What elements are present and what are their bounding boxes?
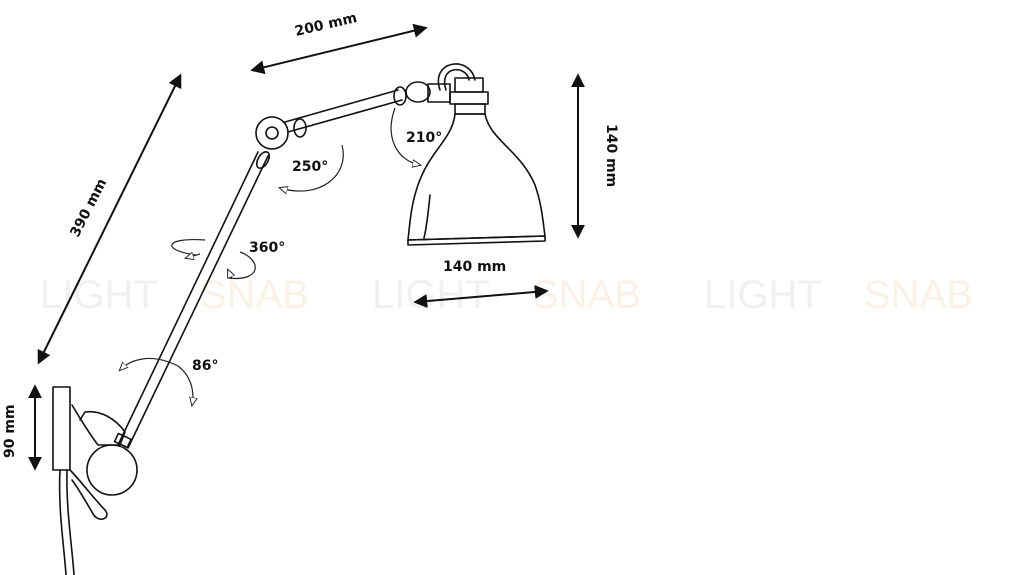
arm-upper-dimension-arrow (250, 23, 428, 75)
watermark-light: LIGHT (372, 273, 490, 317)
watermark-light: LIGHT (704, 273, 822, 317)
watermark-snab: SNAB (200, 273, 309, 317)
base-bracket (71, 404, 126, 446)
base-rotation-arrow (120, 357, 179, 370)
shade-width-dimension-label: 140 mm (443, 259, 506, 275)
shade-width-dimension-arrow (413, 284, 549, 309)
lamp-drawing (52, 63, 546, 575)
shade-hook (437, 63, 476, 91)
shade-height-dimension-label: 140 mm (603, 124, 619, 187)
watermark-snab: SNAB (864, 273, 973, 317)
wall-plate-dimension-label: 90 mm (2, 404, 18, 458)
watermark-snab: SNAB (532, 273, 641, 317)
rotation-arrows (120, 107, 420, 405)
switch-lever (69, 469, 108, 520)
lower-arm (117, 151, 269, 449)
watermark: LIGHT SNAB LIGHT SNAB LIGHT SNAB (40, 273, 973, 317)
elbow-joint (255, 116, 289, 150)
power-cord (58, 469, 75, 575)
upper-arm (284, 89, 403, 133)
wall-plate (52, 386, 71, 471)
dimension-arrows (28, 23, 585, 471)
watermark-light: LIGHT (40, 273, 158, 317)
elbow-rotation-arrow (280, 144, 344, 191)
elbow-angle-label: 250° (292, 159, 328, 175)
arm-lower-dimension-arrow (37, 73, 182, 365)
arm-rotation-angle-label: 360° (249, 240, 285, 256)
shade-rotation-arrow (390, 107, 420, 165)
shade-angle-label: 210° (406, 130, 442, 146)
arm-upper-dimension-label: 200 mm (293, 10, 358, 40)
base-angle-label: 86° (192, 358, 218, 374)
